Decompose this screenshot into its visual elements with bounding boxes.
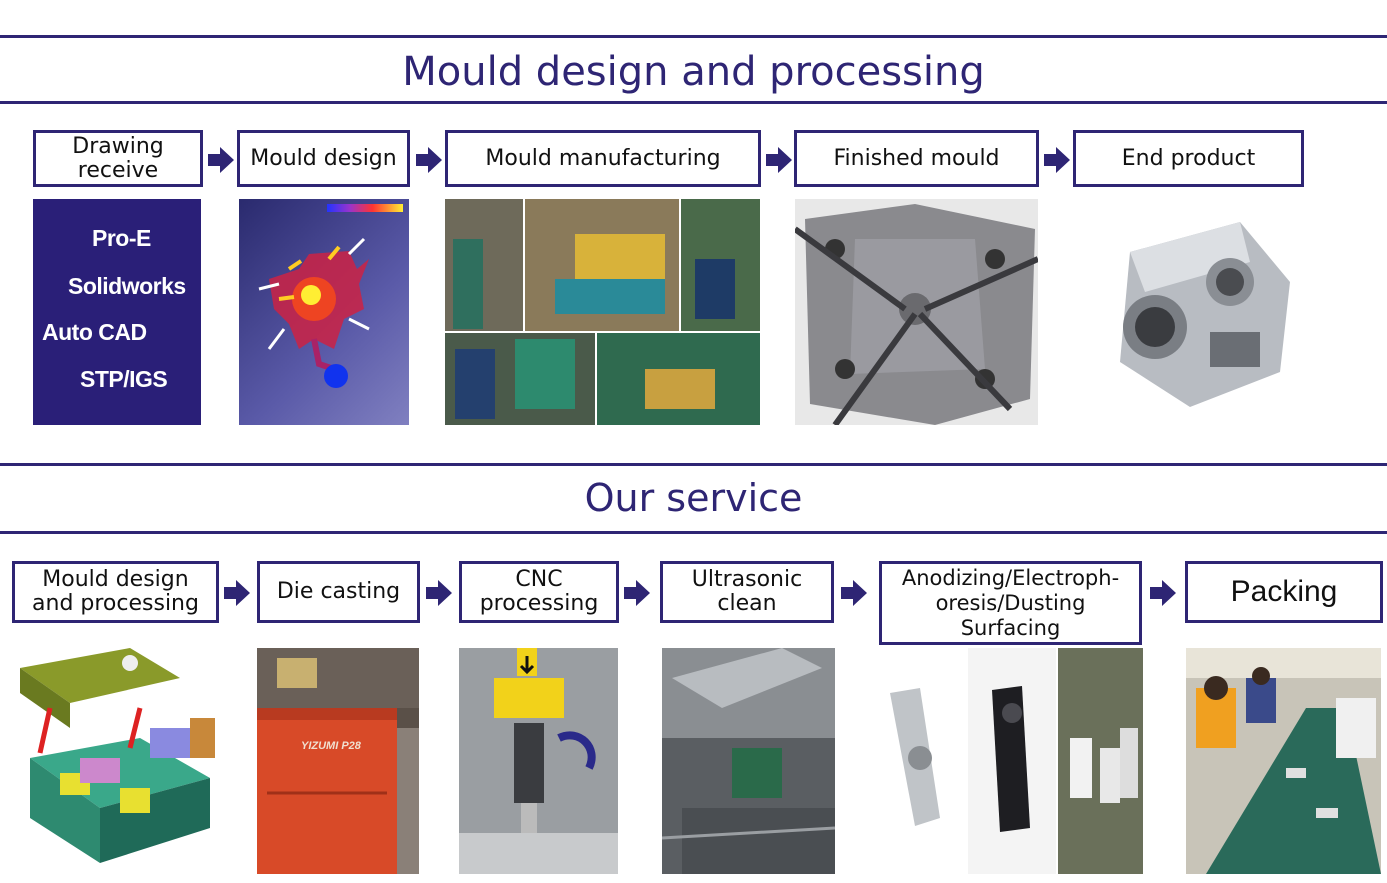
software-solidworks: Solidworks [68, 273, 186, 299]
mould-cad-model-image [10, 648, 220, 874]
step-cnc-processing: CNC processing [459, 561, 619, 623]
step-mould-manufacturing: Mould manufacturing [445, 130, 761, 187]
cnc-machine-image [459, 648, 618, 874]
top-section-title: Mould design and processing [402, 49, 985, 95]
arrow-right-icon [841, 580, 867, 606]
arrow-right-icon [416, 147, 442, 173]
mould-design-image [239, 199, 409, 425]
step-die-casting: Die casting [257, 561, 420, 623]
step-drawing-receive: Drawing receive [33, 130, 203, 187]
arrow-right-icon [624, 580, 650, 606]
step-packing: Packing [1185, 561, 1383, 623]
mould-manufacturing-image [445, 199, 760, 425]
step-surfacing: Anodizing/Electroph- oresis/Dusting Surf… [879, 561, 1142, 645]
machine-brand-label: YIZUMI P28 [301, 740, 361, 752]
bottom-rule-lower [0, 531, 1387, 534]
top-rule-upper [0, 35, 1387, 38]
end-product-image [1100, 212, 1300, 412]
bottom-rule-upper [0, 463, 1387, 466]
top-rule-lower [0, 101, 1387, 104]
finished-mould-image [795, 199, 1038, 425]
arrow-right-icon [426, 580, 452, 606]
step-mould-design: Mould design [237, 130, 410, 187]
surface-treatment-image [880, 648, 1143, 874]
arrow-right-icon [1150, 580, 1176, 606]
arrow-right-icon [208, 147, 234, 173]
software-autocad: Auto CAD [42, 319, 147, 345]
arrow-right-icon [1044, 147, 1070, 173]
step-ultrasonic-clean: Ultrasonic clean [660, 561, 834, 623]
step-mould-design-processing: Mould design and processing [12, 561, 219, 623]
die-casting-machine-image: YIZUMI P28 [257, 648, 419, 874]
software-stp-igs: STP/IGS [80, 366, 168, 392]
step-end-product: End product [1073, 130, 1304, 187]
packing-line-image [1186, 648, 1381, 874]
software-list-panel: Pro-E Solidworks Auto CAD STP/IGS [33, 199, 201, 425]
software-pro-e: Pro-E [92, 225, 151, 251]
step-finished-mould: Finished mould [794, 130, 1039, 187]
arrow-right-icon [224, 580, 250, 606]
bottom-section-title: Our service [584, 476, 803, 520]
ultrasonic-cleaner-image [662, 648, 835, 874]
arrow-right-icon [766, 147, 792, 173]
